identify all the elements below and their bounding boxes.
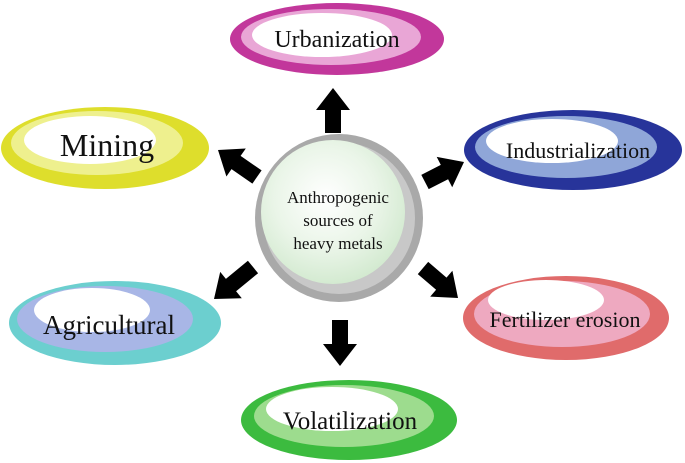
arrow-to-mining [218, 148, 262, 184]
industrialization-highlight [486, 119, 618, 163]
volatilization-label: Volatilization [283, 408, 418, 435]
center-label-line-3: heavy metals [293, 234, 382, 253]
urbanization-highlight [252, 13, 392, 57]
arrow-to-urbanization [316, 88, 350, 133]
volatilization-highlight [266, 387, 398, 431]
source-fertilizer-erosion: Fertilizer erosion [463, 276, 669, 360]
source-volatilization: Volatilization [241, 380, 457, 460]
source-agricultural: Agricultural [9, 281, 221, 365]
center-hub: Anthropogenic sources of heavy metals [255, 134, 423, 302]
industrialization-label: Industrialization [506, 138, 650, 163]
source-urbanization: Urbanization [230, 3, 444, 75]
agricultural-label: Agricultural [43, 310, 175, 340]
arrows [214, 88, 464, 366]
fertilizer-erosion-highlight [488, 280, 604, 320]
arrow-to-industrialization [421, 156, 464, 190]
source-industrialization: Industrialization [464, 110, 682, 190]
agricultural-highlight [34, 288, 150, 332]
center-disc [261, 140, 405, 284]
center-label-line-2: sources of [303, 211, 373, 230]
fertilizer-erosion-label: Fertilizer erosion [490, 307, 641, 332]
center-label-line-1: Anthropogenic [287, 188, 389, 207]
mining-label: Mining [60, 127, 154, 163]
arrow-to-volatilization [323, 320, 357, 366]
arrow-to-agricultural [214, 260, 259, 299]
mining-highlight [24, 116, 156, 164]
source-mining: Mining [1, 107, 209, 189]
arrow-to-fertilizer-erosion [417, 261, 458, 298]
urbanization-label: Urbanization [274, 27, 399, 53]
